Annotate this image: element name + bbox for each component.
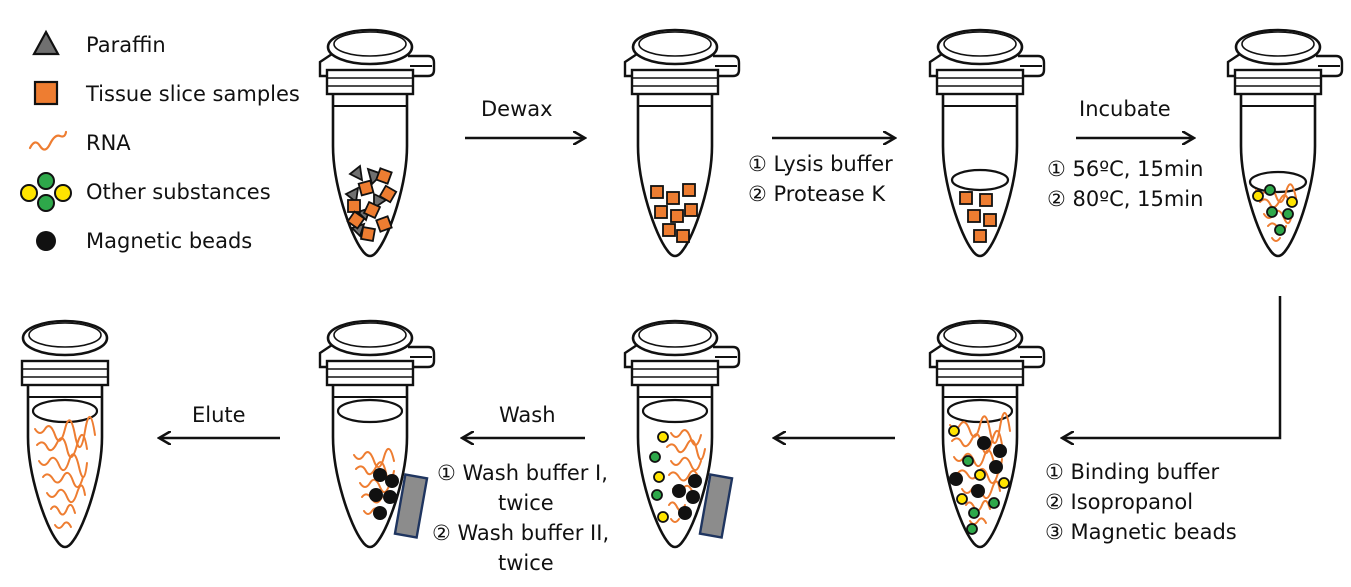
tube-6-magnet-capture <box>623 319 741 549</box>
label-lysis-1: ① Lysis buffer <box>748 152 893 176</box>
label-binding-3: ③ Magnetic beads <box>1045 520 1237 544</box>
magnet-right <box>698 473 734 539</box>
label-lysis-2: ② Protease K <box>748 182 886 206</box>
legend <box>20 29 72 251</box>
label-wash-2b: twice <box>498 551 554 575</box>
legend-other: Other substances <box>86 180 271 204</box>
label-wash-1b: twice <box>498 491 554 515</box>
label-dewax: Dewax <box>481 97 553 121</box>
tube-4-incubated <box>1226 28 1344 258</box>
tube-5-binding <box>928 319 1046 549</box>
tube-2-dewaxed <box>623 28 741 258</box>
rna-icon <box>28 130 68 151</box>
magnetic-bead-icon <box>36 231 56 251</box>
legend-paraffin: Paraffin <box>86 33 166 57</box>
tube-8-eluted <box>20 319 110 549</box>
paraffin-icon <box>32 29 60 56</box>
magnet-left <box>393 473 429 539</box>
label-wash-2a: ② Wash buffer II, <box>432 521 610 545</box>
tube-1-paraffin-embedded <box>318 28 436 258</box>
label-wash-1a: ① Wash buffer I, <box>437 461 608 485</box>
label-incubate: Incubate <box>1079 97 1171 121</box>
label-incubate-2: ② 80ºC, 15min <box>1047 187 1204 211</box>
label-binding-2: ② Isopropanol <box>1045 490 1194 514</box>
other-substances-icon <box>20 172 72 212</box>
label-binding-1: ① Binding buffer <box>1045 460 1220 484</box>
arrow-to-binding <box>1063 296 1282 438</box>
legend-rna: RNA <box>86 131 131 155</box>
tube-3-lysis <box>928 28 1046 258</box>
label-elute: Elute <box>192 403 246 427</box>
legend-tissue: Tissue slice samples <box>86 82 300 106</box>
tissue-icon <box>33 80 59 106</box>
label-wash: Wash <box>499 403 556 427</box>
label-incubate-1: ① 56ºC, 15min <box>1047 157 1204 181</box>
tube-7-washed <box>318 319 436 549</box>
legend-beads: Magnetic beads <box>86 229 253 253</box>
